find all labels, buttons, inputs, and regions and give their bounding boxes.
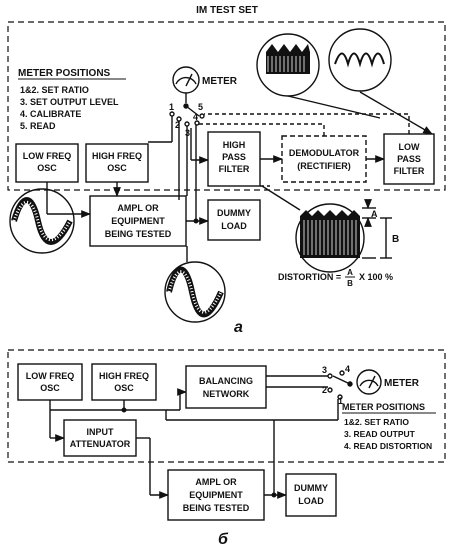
figure-label-b: б [218, 531, 229, 548]
dummy-load-block-b [285, 473, 337, 517]
filtered-waveform-circle [256, 33, 320, 97]
block-label: BEING TESTED [183, 503, 250, 513]
block-label: DUMMY [294, 483, 328, 493]
output-waveform-circle [164, 261, 226, 323]
switch-number: 5 [198, 102, 203, 112]
svg-text:B: B [347, 279, 353, 288]
pointer-line [287, 95, 381, 119]
block-label: FILTER [394, 166, 425, 176]
legend-heading: METER POSITIONS [18, 68, 111, 79]
test-set-enclosure-a [7, 21, 446, 191]
block-label: BALANCING [199, 376, 253, 386]
block-label: LOAD [298, 496, 324, 506]
block-label: LOW FREQ [26, 371, 75, 381]
meter-positions-legend-a: METER POSITIONS 1&2. SET RATIO 3. SET OU… [18, 68, 126, 131]
block-label: AMPL OR [195, 477, 237, 487]
block-label: (RECTIFIER) [297, 161, 351, 171]
switch-number: 1 [338, 396, 343, 406]
diagram-a-title: IM TEST SET [196, 5, 258, 16]
high-freq-osc-block-b [91, 363, 157, 401]
block-label: OSC [114, 383, 134, 393]
legend-item: 1&2. SET RATIO [20, 85, 89, 95]
demodulator-block [281, 135, 367, 183]
block-label: HIGH [223, 140, 246, 150]
switch-number: 3 [322, 365, 327, 375]
distortion-waveform-circle [295, 203, 365, 273]
low-freq-osc-block-b [17, 363, 83, 401]
switch-number: 2 [175, 120, 180, 130]
block-label: EQUIPMENT [189, 490, 243, 500]
block-label: NETWORK [203, 389, 250, 399]
meter-positions-legend-b: METER POSITIONS 1&2. SET RATIO 3. READ O… [342, 402, 436, 451]
block-label: PASS [222, 152, 246, 162]
dummy-load-block-a [207, 199, 261, 241]
dim-label-a: A [371, 209, 378, 219]
dimension-marks [362, 199, 392, 259]
block-label: OSC [37, 163, 57, 173]
legend-heading: METER POSITIONS [342, 402, 425, 412]
switch-number: 4 [193, 112, 198, 122]
legend-item: 4. CALIBRATE [20, 109, 81, 119]
wiring-a [46, 113, 410, 262]
dim-label-b: B [392, 234, 399, 245]
wiring-b [49, 375, 339, 499]
switch-number: 2 [322, 385, 327, 395]
legend-item: 4. READ DISTORTION [344, 441, 432, 451]
meter-label: METER [384, 378, 420, 389]
block-label: PASS [397, 154, 421, 164]
block-label: DEMODULATOR [289, 148, 360, 158]
svg-text:X 100 %: X 100 % [359, 272, 393, 282]
block-label: HIGH FREQ [99, 371, 149, 381]
block-label: EQUIPMENT [111, 216, 165, 226]
input-waveform-circle [9, 188, 75, 254]
block-label: AMPL OR [117, 203, 159, 213]
meter-icon [356, 369, 382, 395]
block-label: OSC [107, 163, 127, 173]
legend-item: 3. SET OUTPUT LEVEL [20, 97, 119, 107]
legend-item: 1&2. SET RATIO [344, 417, 409, 427]
block-label: ATTENUATOR [70, 439, 131, 449]
block-label: OSC [40, 383, 60, 393]
block-label: LOW [399, 142, 420, 152]
test-set-enclosure-b [7, 349, 446, 463]
meter-icon [172, 66, 200, 103]
block-label: BEING TESTED [105, 229, 172, 239]
switch-number: 1 [169, 102, 174, 112]
switch-number: 4 [345, 364, 350, 374]
svg-text:A: A [347, 268, 353, 277]
distortion-formula: DISTORTION = A B X 100 % [278, 268, 393, 288]
block-label: FILTER [219, 164, 250, 174]
block-label: LOW FREQ [23, 151, 72, 161]
pointer-line [261, 185, 301, 211]
envelope-waveform-circle [328, 28, 392, 92]
selector-switch-a [169, 103, 205, 127]
pointer-line [359, 91, 433, 135]
block-label: DUMMY [217, 208, 251, 218]
block-label: LOAD [221, 221, 247, 231]
meter-label: METER [202, 76, 238, 87]
selector-switch-b [327, 370, 353, 400]
figure-label-a: a [234, 319, 243, 336]
input-attenuator-block [63, 419, 137, 457]
block-label: HIGH FREQ [92, 151, 142, 161]
legend-item: 3. READ OUTPUT [344, 429, 416, 439]
block-label: INPUT [87, 427, 115, 437]
legend-item: 5. READ [20, 121, 56, 131]
balancing-network-block [185, 365, 267, 409]
svg-text:DISTORTION =: DISTORTION = [278, 272, 341, 282]
